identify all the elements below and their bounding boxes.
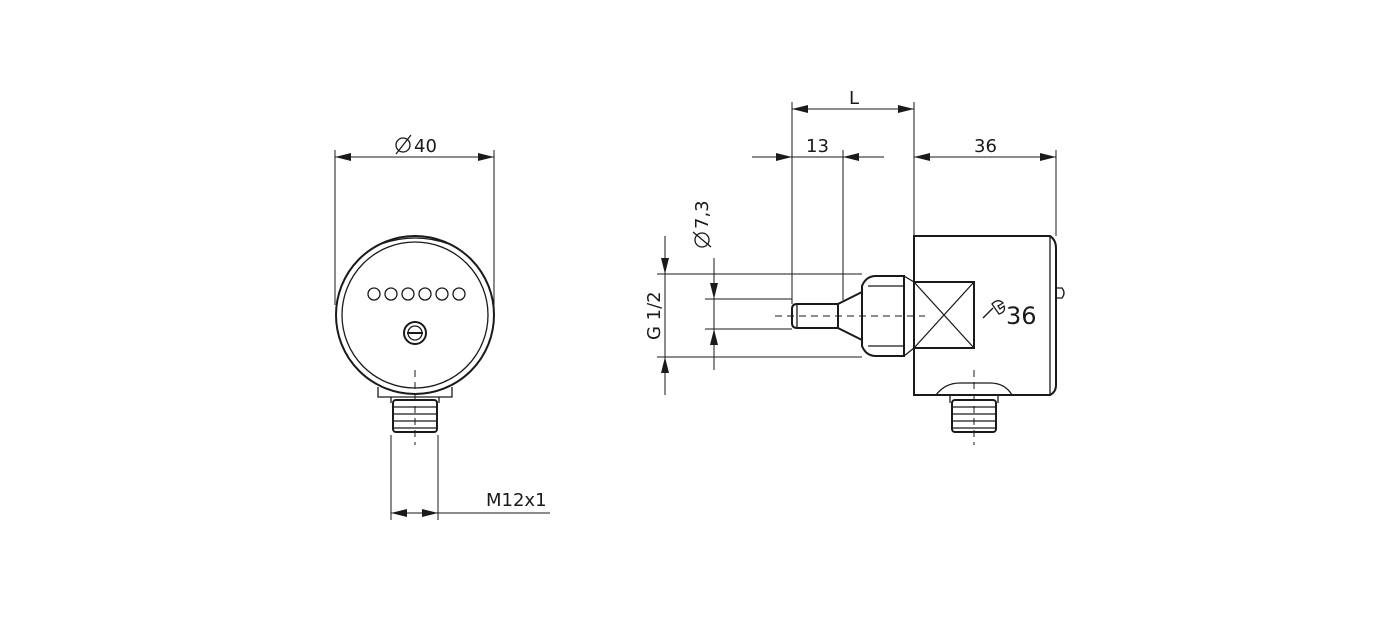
dim-m12x1: M12x1 [390, 435, 550, 520]
wrench-size-text: 36 [1006, 302, 1037, 330]
dim-label-g: G 1/2 [644, 291, 665, 340]
led-row [367, 287, 466, 301]
dim-label-40: 40 [414, 136, 437, 157]
wrench-icon [982, 300, 1006, 319]
dim-length-13: 13 [752, 136, 884, 300]
housing-inner-circle [341, 241, 489, 389]
dim-label-36: 36 [974, 136, 997, 157]
dim-label-13: 13 [806, 136, 829, 157]
led-indicator [367, 287, 381, 301]
wrench-flat [913, 281, 975, 349]
dim-label-m12x1: M12x1 [486, 490, 547, 511]
housing-body [913, 235, 1057, 396]
led-indicator [452, 287, 466, 301]
dim-thread-g: G 1/2 [644, 236, 862, 395]
front-view: 40 M12x1 [334, 134, 550, 520]
diameter-icon [692, 231, 712, 248]
dim-diameter-40: 40 [334, 134, 495, 305]
housing-top-rim [380, 237, 450, 245]
side-view: 36 L 13 36 [644, 88, 1065, 445]
led-indicator [418, 287, 432, 301]
led-indicator [401, 287, 415, 301]
dim-label-7-3-group: 7,3 [692, 200, 713, 248]
adjust-screw-icon [403, 321, 427, 345]
thread-section [861, 275, 915, 357]
m12-connector-side [949, 370, 999, 445]
dim-length-L: L [791, 88, 915, 304]
dim-label-7-3: 7,3 [692, 200, 713, 229]
led-indicator [384, 287, 398, 301]
led-indicator [435, 287, 449, 301]
dim-length-36: 36 [914, 136, 1057, 236]
dim-diameter-7-3: 7,3 [692, 200, 792, 370]
diameter-icon [395, 134, 412, 155]
dim-label-L: L [849, 88, 859, 109]
m12-connector [390, 397, 440, 433]
housing-nub [1056, 287, 1065, 299]
wrench-size-label: 36 [982, 300, 1037, 330]
connector-recess [935, 382, 1013, 396]
